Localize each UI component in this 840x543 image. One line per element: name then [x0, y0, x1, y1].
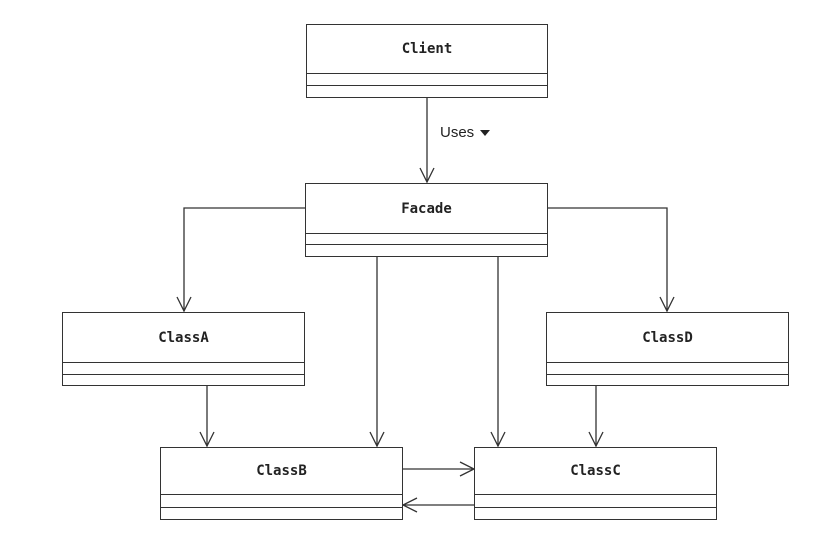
- attributes-divider: [547, 362, 788, 363]
- attributes-divider: [161, 494, 402, 495]
- class-box-client[interactable]: Client: [306, 24, 548, 98]
- uses-label-text: Uses: [440, 124, 475, 141]
- class-box-classc[interactable]: ClassC: [474, 447, 717, 520]
- class-name: ClassA: [158, 329, 209, 346]
- attributes-divider: [307, 73, 547, 74]
- facade-to-classa-line: [183, 207, 305, 311]
- operations-divider: [63, 374, 304, 375]
- class-name: ClassC: [570, 463, 621, 479]
- class-box-classa[interactable]: ClassA: [62, 312, 305, 386]
- facade-to-classb-arrowhead: [369, 431, 385, 448]
- class-name: Facade: [401, 200, 452, 217]
- facade-to-classa-arrowhead: [176, 296, 192, 313]
- uses-label: Uses: [440, 124, 491, 141]
- class-name: ClassD: [642, 329, 693, 346]
- classc-to-classb-arrowhead: [401, 497, 418, 513]
- facade-to-classc-arrowhead: [490, 431, 506, 448]
- attributes-divider: [475, 494, 716, 495]
- class-box-facade[interactable]: Facade: [305, 183, 548, 257]
- operations-divider: [161, 507, 402, 508]
- class-box-classb[interactable]: ClassB: [160, 447, 403, 520]
- operations-divider: [307, 85, 547, 86]
- client-to-facade-arrowhead: [419, 167, 435, 184]
- attributes-divider: [63, 362, 304, 363]
- classa-to-classb-arrowhead: [199, 431, 215, 448]
- attributes-divider: [306, 233, 547, 234]
- class-name: Client: [401, 41, 453, 57]
- operations-divider: [306, 244, 547, 245]
- class-name: ClassB: [256, 463, 307, 479]
- facade-to-classd-line: [548, 207, 668, 311]
- class-box-classd[interactable]: ClassD: [546, 312, 789, 386]
- direction-triangle-icon: [480, 130, 491, 137]
- facade-to-classd-arrowhead: [659, 296, 675, 313]
- classd-to-classc-arrowhead: [588, 431, 604, 448]
- operations-divider: [547, 374, 788, 375]
- operations-divider: [475, 507, 716, 508]
